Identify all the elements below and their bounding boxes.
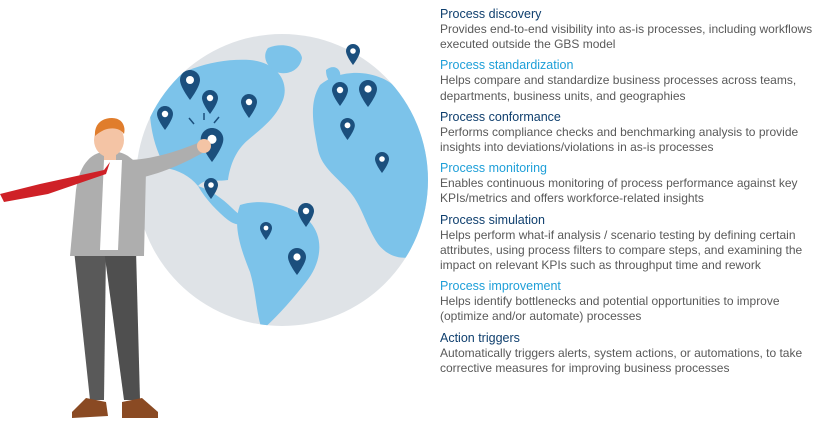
capability-title: Process conformance <box>440 109 561 124</box>
capability-description: Performs compliance checks and benchmark… <box>440 124 799 155</box>
capability-title: Process simulation <box>440 212 545 227</box>
globe <box>136 34 428 326</box>
capability-title: Process improvement <box>440 279 561 294</box>
capability-title: Process standardization <box>440 58 574 73</box>
capability-description: Provides end-to-end visibility into as-i… <box>440 22 813 52</box>
globe-illustration <box>0 34 428 418</box>
capability-description: Helps compare and standardize business p… <box>440 73 797 103</box>
capability-title: Process discovery <box>440 7 542 21</box>
capability-description: Helps identify bottlenecks and potential… <box>440 294 780 324</box>
capability-title: Action triggers <box>440 330 520 345</box>
capability-description: Automatically triggers alerts, system ac… <box>440 345 803 375</box>
capability-description: Enables continuous monitoring of process… <box>440 176 798 206</box>
tap-sparkle <box>188 113 220 125</box>
capability-title: Process monitoring <box>440 161 547 176</box>
capability-description: Helps perform what-if analysis / scenari… <box>440 227 803 273</box>
businessman <box>0 118 211 418</box>
